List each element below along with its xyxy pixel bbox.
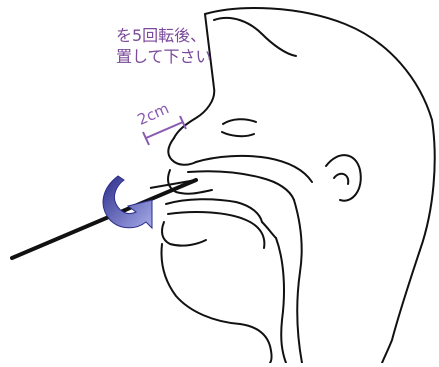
- head-outline: [160, 7, 436, 364]
- instruction-line-1: を5回転後、: [116, 26, 207, 45]
- measurement-label: 2cm: [135, 99, 172, 129]
- swab-stick: [10, 178, 198, 260]
- rotation-arrow-icon: [102, 175, 153, 230]
- measurement-bracket: [142, 115, 187, 146]
- instruction-line-2: 置して下さい: [116, 47, 212, 66]
